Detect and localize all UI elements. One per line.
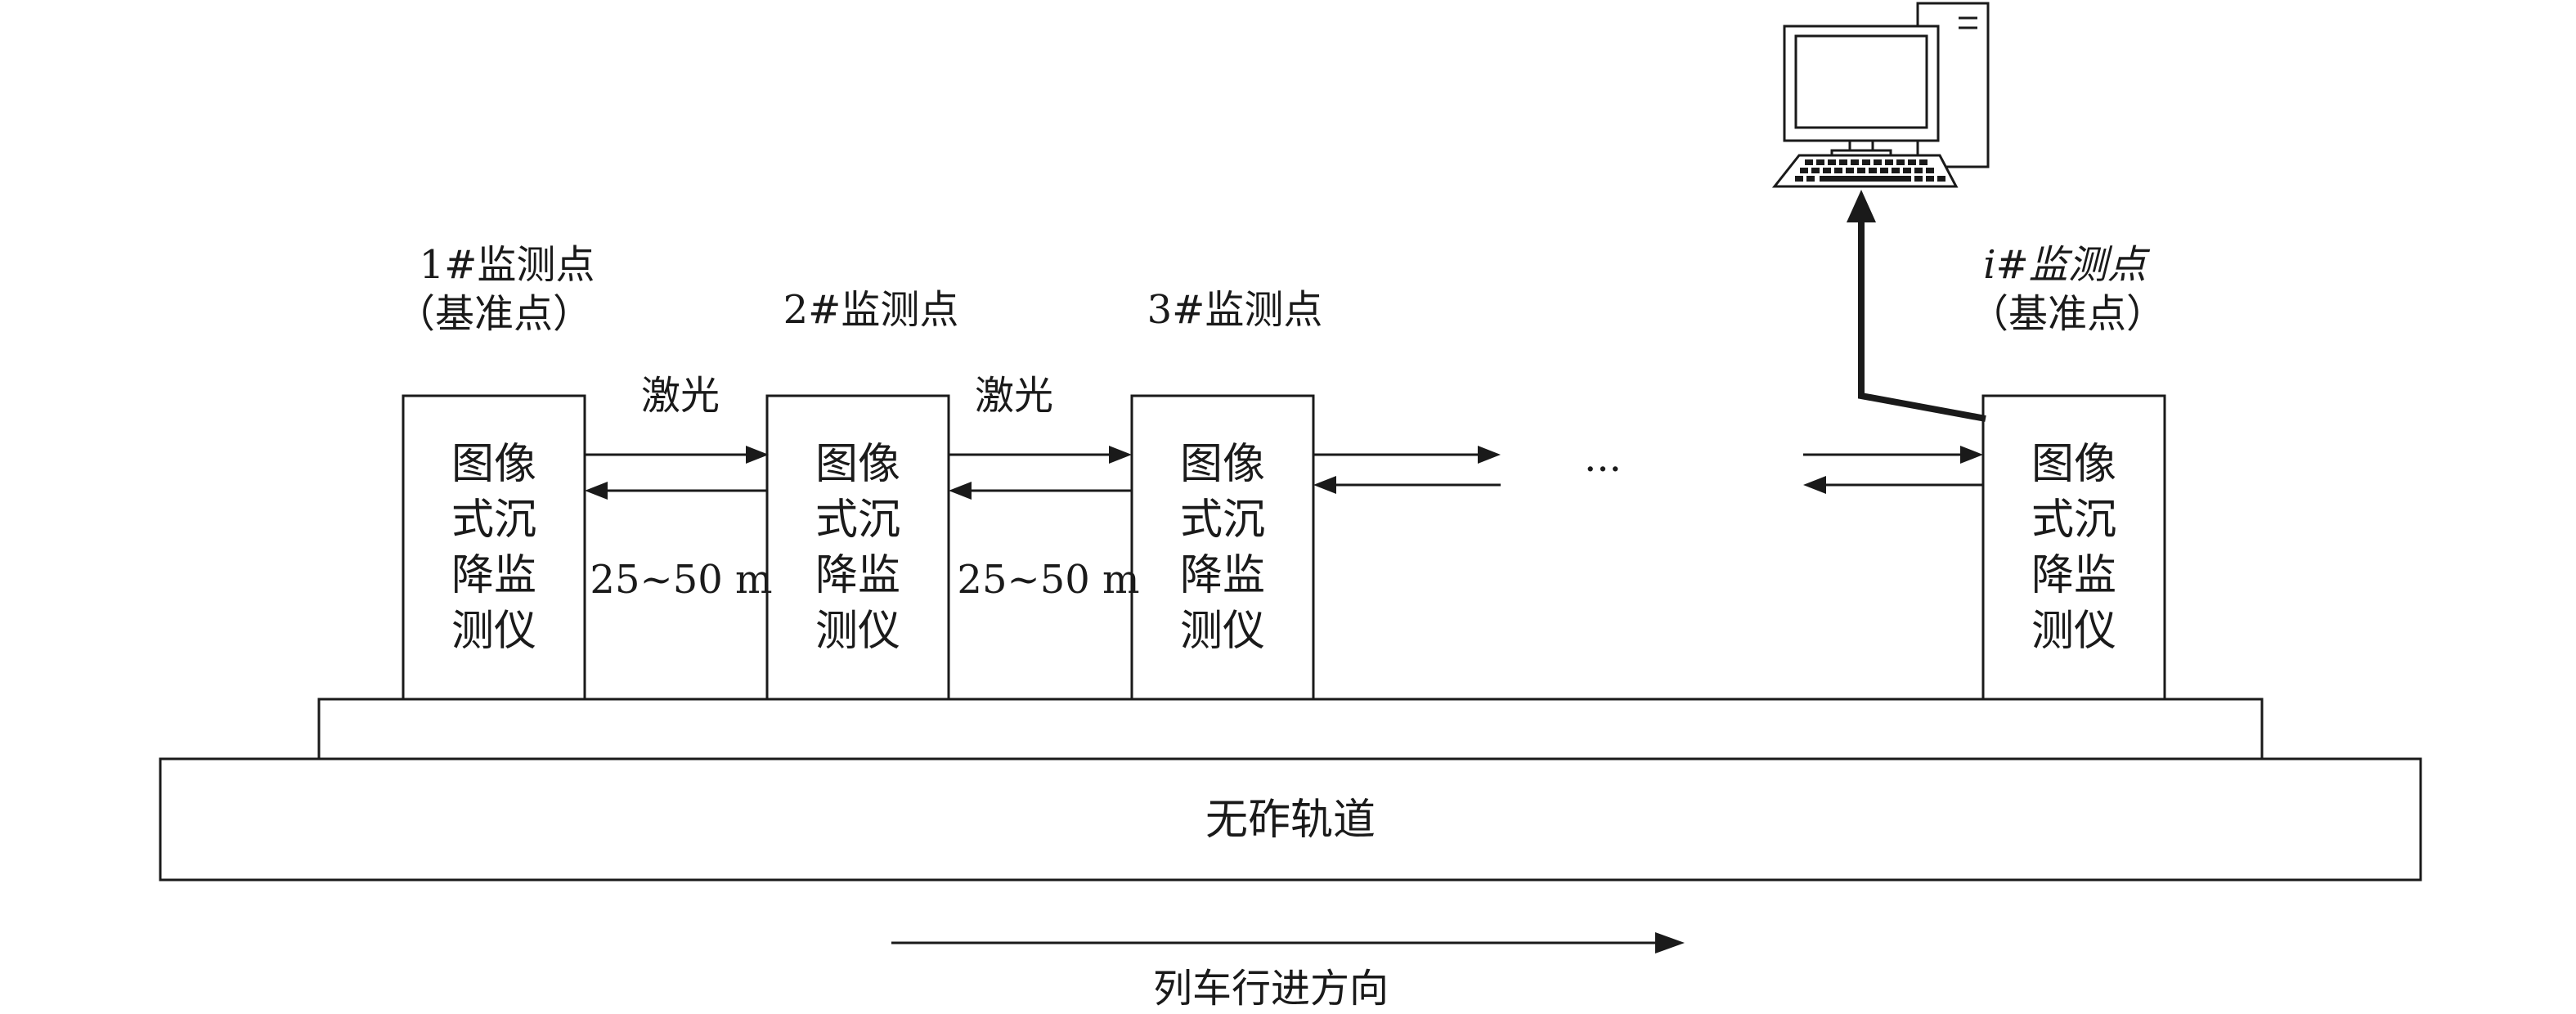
device-box-2: 图像 式沉 降监 测仪 [765,394,950,701]
point-label-2: 2#监测点 [783,287,959,333]
device-box-i: 图像 式沉 降监 测仪 [1981,394,2166,701]
track-base-layer [159,757,2422,882]
arrowhead [1803,476,1826,494]
laser-label-1: 激光 [641,373,720,419]
point-label-3: 3#监测点 [1147,287,1323,333]
arrowhead [1313,476,1336,494]
ellipsis: ··· [1584,446,1622,492]
arrowhead [746,446,769,464]
distance-label-2: 25~50 m [957,557,1139,603]
device-text-line: 图像 [815,440,900,489]
device-text-line: 图像 [1180,440,1265,489]
device-text-line: 降监 [2031,551,2116,600]
data-link-arrowhead [1847,190,1876,222]
device-text-line: 式沉 [451,496,536,545]
device-text-line: 降监 [815,551,900,600]
device-text-line: 图像 [2031,440,2116,489]
distance-label-1: 25~50 m [590,557,772,603]
device-text-line: 图像 [451,440,536,489]
point-sublabel-i: （基准点） [1969,291,2165,337]
direction-label: 列车行进方向 [1153,966,1389,1011]
point-label-1: 1#监测点 [420,242,595,288]
arrowhead [949,482,972,500]
device-text-line: 测仪 [815,607,900,656]
device-text-line: 测仪 [451,607,536,656]
data-link-line [1858,219,1986,422]
arrowhead [585,482,608,500]
device-text-line: 降监 [451,551,536,600]
arrowhead [1109,446,1132,464]
point-label-i: i#监测点 [1983,242,2151,288]
device-box-3: 图像 式沉 降监 测仪 [1130,394,1315,701]
device-text-line: 式沉 [815,496,900,545]
device-box-1: 图像 式沉 降监 测仪 [402,394,586,701]
direction-arrowhead [1655,932,1685,953]
arrowhead [1960,446,1983,464]
computer-icon [1771,2,1990,188]
device-text-line: 式沉 [2031,496,2116,545]
device-text-line: 测仪 [1180,607,1265,656]
device-text-line: 降监 [1180,551,1265,600]
point-sublabel-1: （基准点） [396,291,592,337]
laser-label-2: 激光 [975,373,1053,419]
device-text-line: 式沉 [1180,496,1265,545]
track-label: 无砟轨道 [1205,796,1376,845]
track-slab-layer [317,698,2264,760]
device-text-line: 测仪 [2031,607,2116,656]
arrowhead [1478,446,1501,464]
